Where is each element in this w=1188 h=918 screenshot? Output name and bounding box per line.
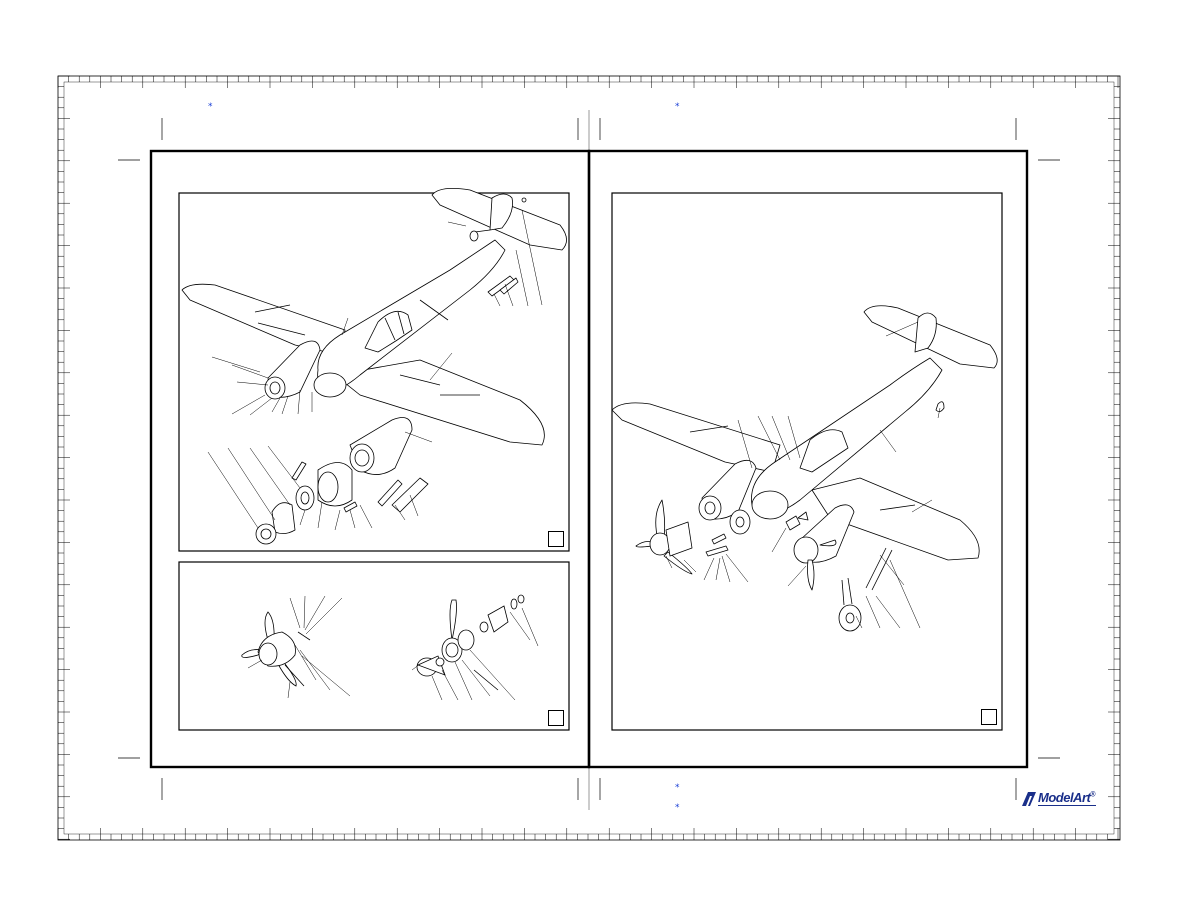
- modelart-logo: ModelArt®: [1020, 788, 1100, 810]
- logo-mark-icon: [1022, 792, 1036, 806]
- ruler-ticks: [57, 75, 1120, 840]
- trim-frame: [57, 75, 1121, 841]
- brand-name-text: ModelArt: [1038, 790, 1091, 805]
- page-frames: [149, 149, 1029, 769]
- star-marker-top-left: *: [208, 102, 213, 112]
- left-sub-drawing: [241, 594, 525, 691]
- crop-marks: [118, 110, 1060, 810]
- step-box-right-main: [981, 709, 997, 725]
- step-box-left-main: [548, 531, 564, 547]
- left-sub-panel: [178, 561, 570, 731]
- right-main-panel: [611, 192, 1003, 731]
- step-box-left-sub: [548, 710, 564, 726]
- star-marker-bottom-1: *: [675, 783, 680, 793]
- registered-mark: ®: [1090, 791, 1096, 799]
- left-leader-lines: [207, 209, 543, 531]
- left-main-panel: [178, 192, 570, 552]
- right-aircraft-drawing: [611, 305, 998, 632]
- step-panels: [178, 192, 1003, 731]
- star-marker-top-right: *: [675, 102, 680, 112]
- star-marker-bottom-2: *: [675, 803, 680, 813]
- brand-underline: [1038, 805, 1096, 806]
- left-sub-leader-lines: [247, 595, 539, 701]
- left-aircraft-drawing: [181, 187, 567, 545]
- right-leader-lines: [665, 321, 941, 629]
- brand-name: ModelArt®: [1038, 790, 1095, 805]
